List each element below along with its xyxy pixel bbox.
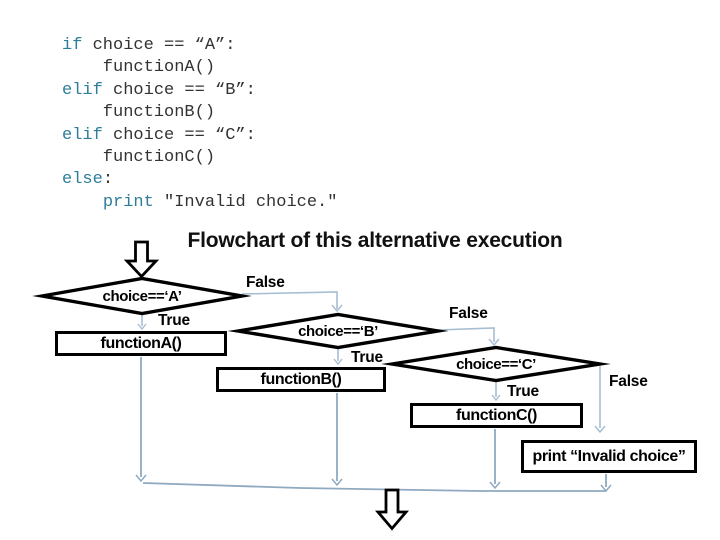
flow-connector-true-b (333, 348, 343, 366)
decision-label-c: choice==‘C’ (456, 356, 536, 373)
flow-drop-function-b (331, 393, 343, 487)
label-false-a: False (246, 274, 285, 291)
process-box-function-a: functionA() (55, 331, 227, 356)
process-box-print-invalid: print “Invalid choice” (521, 440, 697, 473)
process-box-function-b: functionB() (216, 367, 386, 392)
label-true-c: True (507, 383, 539, 400)
flow-connector-false-c (594, 366, 606, 434)
code-line: print "Invalid choice." (102, 192, 338, 212)
code-block: if choice == “A”: functionA()elif choice… (62, 35, 337, 214)
flow-drop-function-c (489, 429, 501, 490)
code-line: elif choice == “C”: (62, 125, 256, 145)
end-arrow-icon (374, 488, 410, 531)
code-line: functionC() (62, 148, 216, 168)
flow-connector-true-a (137, 314, 147, 331)
start-arrow-icon (123, 240, 160, 279)
decision-diamond-b (227, 312, 449, 350)
decision-diamond-a (32, 276, 252, 316)
flow-connector-true-c (491, 381, 501, 402)
label-true-b: True (351, 349, 383, 366)
page-title: Flowchart of this alternative execution (187, 229, 563, 252)
flow-collector-line (142, 482, 606, 492)
decision-label-a: choice==‘A’ (102, 288, 182, 305)
decision-diamond-c (381, 345, 611, 383)
flow-drop-print (600, 474, 612, 493)
code-line: else: (62, 170, 114, 190)
code-line: functionA() (62, 58, 216, 78)
label-false-b: False (449, 305, 488, 322)
code-line: if choice == “A”: (62, 36, 236, 55)
code-line: functionB() (62, 103, 216, 123)
label-false-c: False (609, 373, 648, 390)
code-line: elif choice == “B”: (62, 80, 256, 100)
flow-drop-function-a (135, 357, 147, 483)
process-box-function-c: functionC() (410, 403, 583, 428)
decision-label-b: choice==‘B’ (298, 323, 378, 340)
label-true-a: True (158, 312, 190, 329)
flow-connector-false-b (437, 327, 500, 347)
flow-connector-false-a (241, 291, 343, 313)
